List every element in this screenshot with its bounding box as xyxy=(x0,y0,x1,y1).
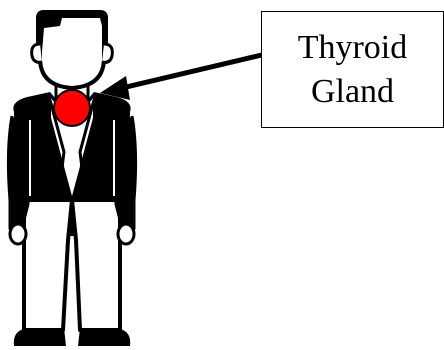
thyroid-marker xyxy=(54,90,90,126)
label-line-1: Thyroid xyxy=(298,26,408,70)
label-box: Thyroid Gland xyxy=(261,11,444,128)
right-hand xyxy=(118,224,134,244)
arrow-icon xyxy=(100,54,266,100)
shoes xyxy=(14,328,130,346)
label-line-2: Gland xyxy=(311,70,394,114)
legs xyxy=(24,200,120,330)
right-shoe xyxy=(78,328,130,346)
left-leg xyxy=(24,200,72,330)
left-hand xyxy=(10,224,26,244)
right-leg xyxy=(72,200,120,330)
left-shoe xyxy=(14,328,66,346)
